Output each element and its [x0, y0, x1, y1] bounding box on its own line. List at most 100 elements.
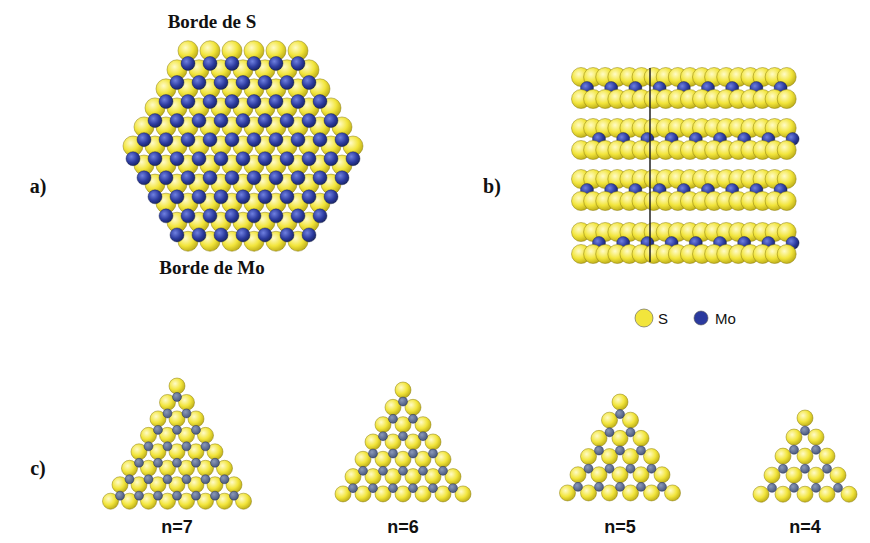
molybdenum-atom: [280, 114, 294, 128]
molybdenum-atom: [313, 209, 327, 223]
sulfur-atom: [581, 449, 597, 465]
sulfur-atom: [612, 467, 628, 483]
sulfur-atom: [764, 467, 780, 483]
molybdenum-atom: [313, 95, 327, 109]
molybdenum-atom: [269, 209, 283, 223]
sulfur-atom: [841, 486, 857, 502]
molybdenum-atom: [258, 152, 272, 166]
molybdenum-atom: [823, 464, 832, 473]
molybdenum-atom: [182, 442, 191, 451]
molybdenum-atom: [192, 228, 206, 242]
sulfur-atom: [623, 449, 639, 465]
molybdenum-atom: [144, 475, 153, 484]
sulfur-atom: [644, 485, 660, 501]
molybdenum-atom: [637, 482, 646, 491]
legend-swatch: [635, 309, 653, 327]
molybdenum-atom: [335, 171, 349, 185]
molybdenum-atom: [247, 171, 261, 185]
molybdenum-atom: [201, 442, 210, 451]
sulfur-atom: [560, 485, 576, 501]
molybdenum-atom: [369, 449, 378, 458]
panel-letter: a): [30, 175, 47, 197]
molybdenum-atom: [154, 458, 163, 467]
molybdenum-atom: [170, 152, 184, 166]
molybdenum-atom: [203, 56, 217, 70]
molybdenum-atom: [269, 133, 283, 147]
legend-entry: Mo: [691, 308, 736, 328]
molybdenum-atom: [135, 458, 144, 467]
molybdenum-atom: [116, 491, 125, 500]
molybdenum-atom: [214, 152, 228, 166]
molybdenum-atom: [144, 442, 153, 451]
molybdenum-atom: [280, 75, 294, 89]
molybdenum-atom: [214, 114, 228, 128]
molybdenum-atom: [192, 491, 201, 500]
molybdenum-atom: [399, 397, 408, 406]
molybdenum-atom: [399, 432, 408, 441]
sulfur-atom: [602, 485, 618, 501]
molybdenum-atom: [616, 446, 625, 455]
molybdenum-atom: [236, 75, 250, 89]
molybdenum-atom: [595, 446, 604, 455]
sulfur-atom: [612, 394, 628, 410]
molybdenum-atom: [324, 190, 338, 204]
molybdenum-atom: [346, 152, 360, 166]
sulfur-atom: [808, 429, 824, 445]
molybdenum-atom: [173, 491, 182, 500]
molybdenum-atom: [258, 114, 272, 128]
molybdenum-atom: [192, 114, 206, 128]
molybdenum-atom: [203, 133, 217, 147]
molybdenum-atom: [291, 133, 305, 147]
sulfur-atom: [591, 430, 607, 446]
sulfur-atom: [797, 410, 813, 426]
sulfur-atom: [623, 412, 639, 428]
edge-label: Borde de S: [168, 11, 257, 32]
molybdenum-atom: [148, 190, 162, 204]
molybdenum-atom: [302, 114, 316, 128]
panel-letter-holder: c): [30, 457, 46, 480]
molybdenum-atom: [419, 466, 428, 475]
molybdenum-atom: [225, 56, 239, 70]
molybdenum-atom: [192, 152, 206, 166]
legend-entry: S: [634, 308, 668, 328]
molybdenum-atom: [429, 449, 438, 458]
panel-letter: c): [30, 457, 46, 479]
sulfur-atom: [819, 486, 835, 502]
sulfur-atom: [830, 467, 846, 483]
molybdenum-atom: [790, 445, 799, 454]
sulfur-atom: [570, 467, 586, 483]
molybdenum-atom: [647, 464, 656, 473]
molybdenum-atom: [211, 458, 220, 467]
molybdenum-atom: [812, 445, 821, 454]
sulfur-atom: [819, 448, 835, 464]
molybdenum-atom: [313, 171, 327, 185]
molybdenum-atom: [181, 171, 195, 185]
molybdenum-atom: [148, 152, 162, 166]
cluster-size-label: n=7: [161, 517, 193, 537]
molybdenum-atom: [302, 152, 316, 166]
sulfur-atom: [591, 467, 607, 483]
molybdenum-atom: [135, 491, 144, 500]
molybdenum-atom: [137, 171, 151, 185]
molybdenum-atom: [203, 95, 217, 109]
sulfur-atom: [633, 467, 649, 483]
molybdenum-atom: [247, 133, 261, 147]
cluster-size-label: n=6: [387, 517, 419, 537]
molybdenum-atom: [409, 484, 418, 493]
molybdenum-atom: [616, 410, 625, 419]
sulfur-atom: [395, 382, 411, 398]
panel-letter: b): [483, 175, 501, 197]
sulfur-atom: [777, 141, 796, 160]
sulfur-atom: [786, 467, 802, 483]
molybdenum-atom: [626, 464, 635, 473]
molybdenum-atom: [220, 475, 229, 484]
molybdenum-atom: [349, 484, 358, 493]
edge-label-holder: Borde de S: [168, 11, 257, 33]
legend-text: Mo: [715, 310, 736, 327]
hexagon-cluster: [123, 41, 363, 252]
molybdenum-atom: [269, 95, 283, 109]
sulfur-atom: [602, 449, 618, 465]
molybdenum-atom: [280, 190, 294, 204]
molybdenum-atom: [258, 228, 272, 242]
molybdenum-atom: [159, 209, 173, 223]
